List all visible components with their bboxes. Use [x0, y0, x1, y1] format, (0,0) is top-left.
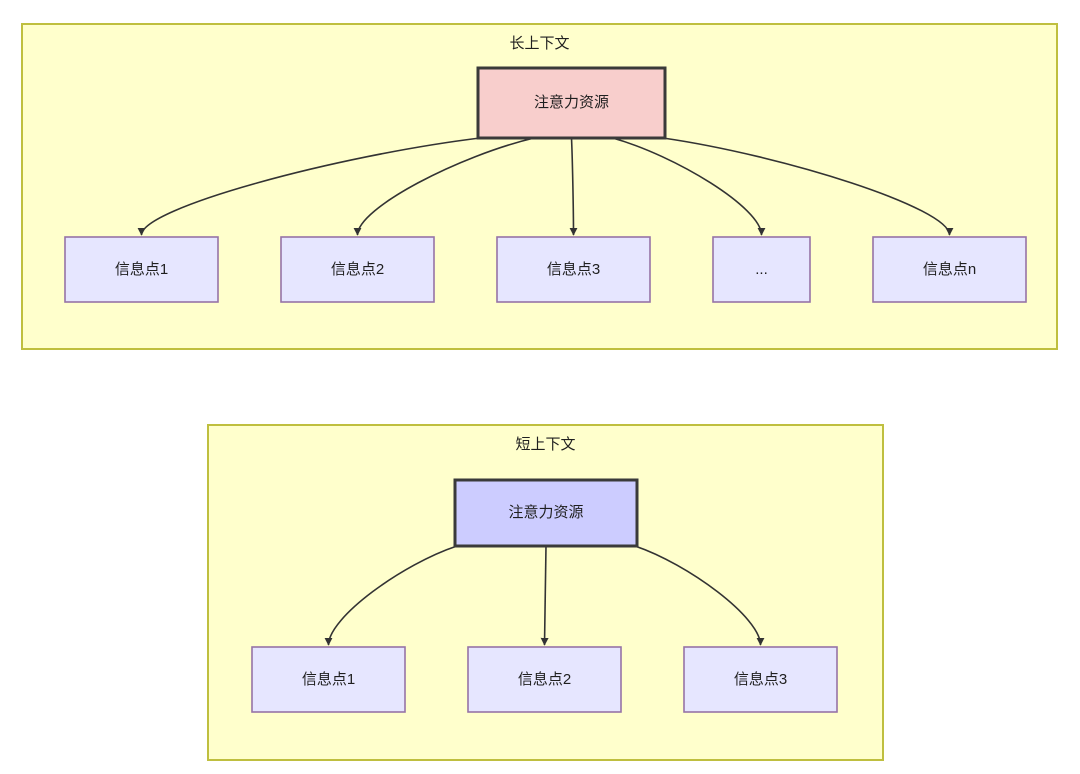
edge-short-context-2 — [634, 545, 765, 646]
edge-short-context-0 — [324, 545, 458, 646]
edge-long-context-3 — [612, 137, 766, 236]
info-node-long-context-4[interactable] — [872, 236, 1027, 303]
group-title-short-context: 短上下文 — [515, 436, 576, 453]
edge-long-context-0 — [137, 137, 481, 236]
edge-long-context-4 — [662, 137, 954, 236]
attention-node-long-context[interactable] — [476, 66, 667, 140]
edge-short-context-1 — [540, 545, 549, 646]
info-node-long-context-1[interactable] — [280, 236, 435, 303]
attention-node-short-context[interactable] — [453, 478, 639, 548]
group-title-long-context: 长上下文 — [509, 35, 570, 52]
info-node-long-context-0[interactable] — [64, 236, 219, 303]
edge-long-context-1 — [353, 137, 535, 236]
info-node-long-context-2[interactable] — [496, 236, 651, 303]
info-node-short-context-0[interactable] — [251, 646, 406, 713]
edge-long-context-2 — [569, 137, 578, 236]
info-node-long-context-3[interactable] — [712, 236, 811, 303]
info-node-short-context-1[interactable] — [467, 646, 622, 713]
info-node-short-context-2[interactable] — [683, 646, 838, 713]
